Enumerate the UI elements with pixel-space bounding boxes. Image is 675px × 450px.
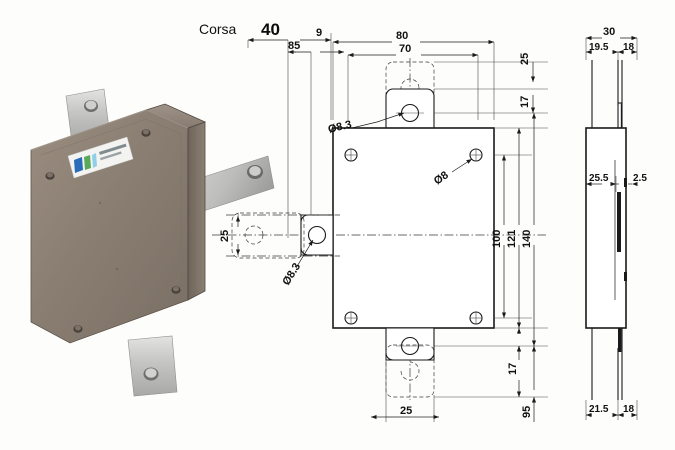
dim-21-5: 21.5: [589, 404, 609, 415]
dim-18-bottom: 18: [623, 404, 635, 415]
left-bracket-hidden-hole: [244, 225, 264, 245]
dim-80: 80: [396, 30, 408, 42]
dim-2-5: 2.5: [633, 173, 647, 184]
case-screws: [45, 129, 181, 333]
dim-25-top-right: 25: [519, 53, 531, 65]
case-side-face: [187, 121, 206, 301]
dim-25-left: 25: [219, 230, 231, 242]
front-view: 80 70: [212, 30, 546, 422]
dim-95: 95: [521, 406, 533, 418]
front-view-vertical-dims: 25 17 100 121 140 17 95: [434, 53, 548, 422]
dim-18-top: 18: [623, 42, 635, 53]
product-photo: [30, 88, 275, 397]
side-view: 30 19.5 18 25.5 2.5: [585, 26, 647, 420]
dim-121: 121: [506, 230, 518, 248]
leader-d83-top: Ø8.3: [327, 112, 405, 136]
dim-30: 30: [603, 26, 615, 38]
dim-25-5: 25.5: [589, 173, 609, 184]
bottom-plate-hidden-hole: [400, 361, 420, 381]
product-label: [67, 136, 134, 179]
svg-text:Ø8.3: Ø8.3: [327, 118, 353, 135]
dim-17-bottom-right: 17: [507, 363, 519, 375]
dim-9: 9: [316, 27, 322, 39]
corner-holes: [344, 148, 483, 325]
dim-25-bottom: 25: [400, 405, 412, 417]
dim-19-5: 19.5: [589, 42, 609, 53]
left-bracket-hidden: [231, 212, 305, 259]
side-slot: [617, 192, 621, 252]
body-outline: [332, 127, 495, 329]
corsa-value: 40: [261, 20, 280, 39]
dim-100: 100: [491, 230, 503, 248]
dim-70: 70: [399, 43, 411, 55]
dim-140: 140: [521, 230, 533, 248]
top-dimension-group: Corsa 40 9 85: [199, 20, 344, 238]
left-tab-hole: [307, 225, 327, 245]
dim-85: 85: [288, 40, 300, 52]
corsa-label: Corsa: [199, 21, 237, 37]
dim-17-top-right: 17: [519, 96, 531, 108]
bracket-bottom: [127, 335, 178, 397]
